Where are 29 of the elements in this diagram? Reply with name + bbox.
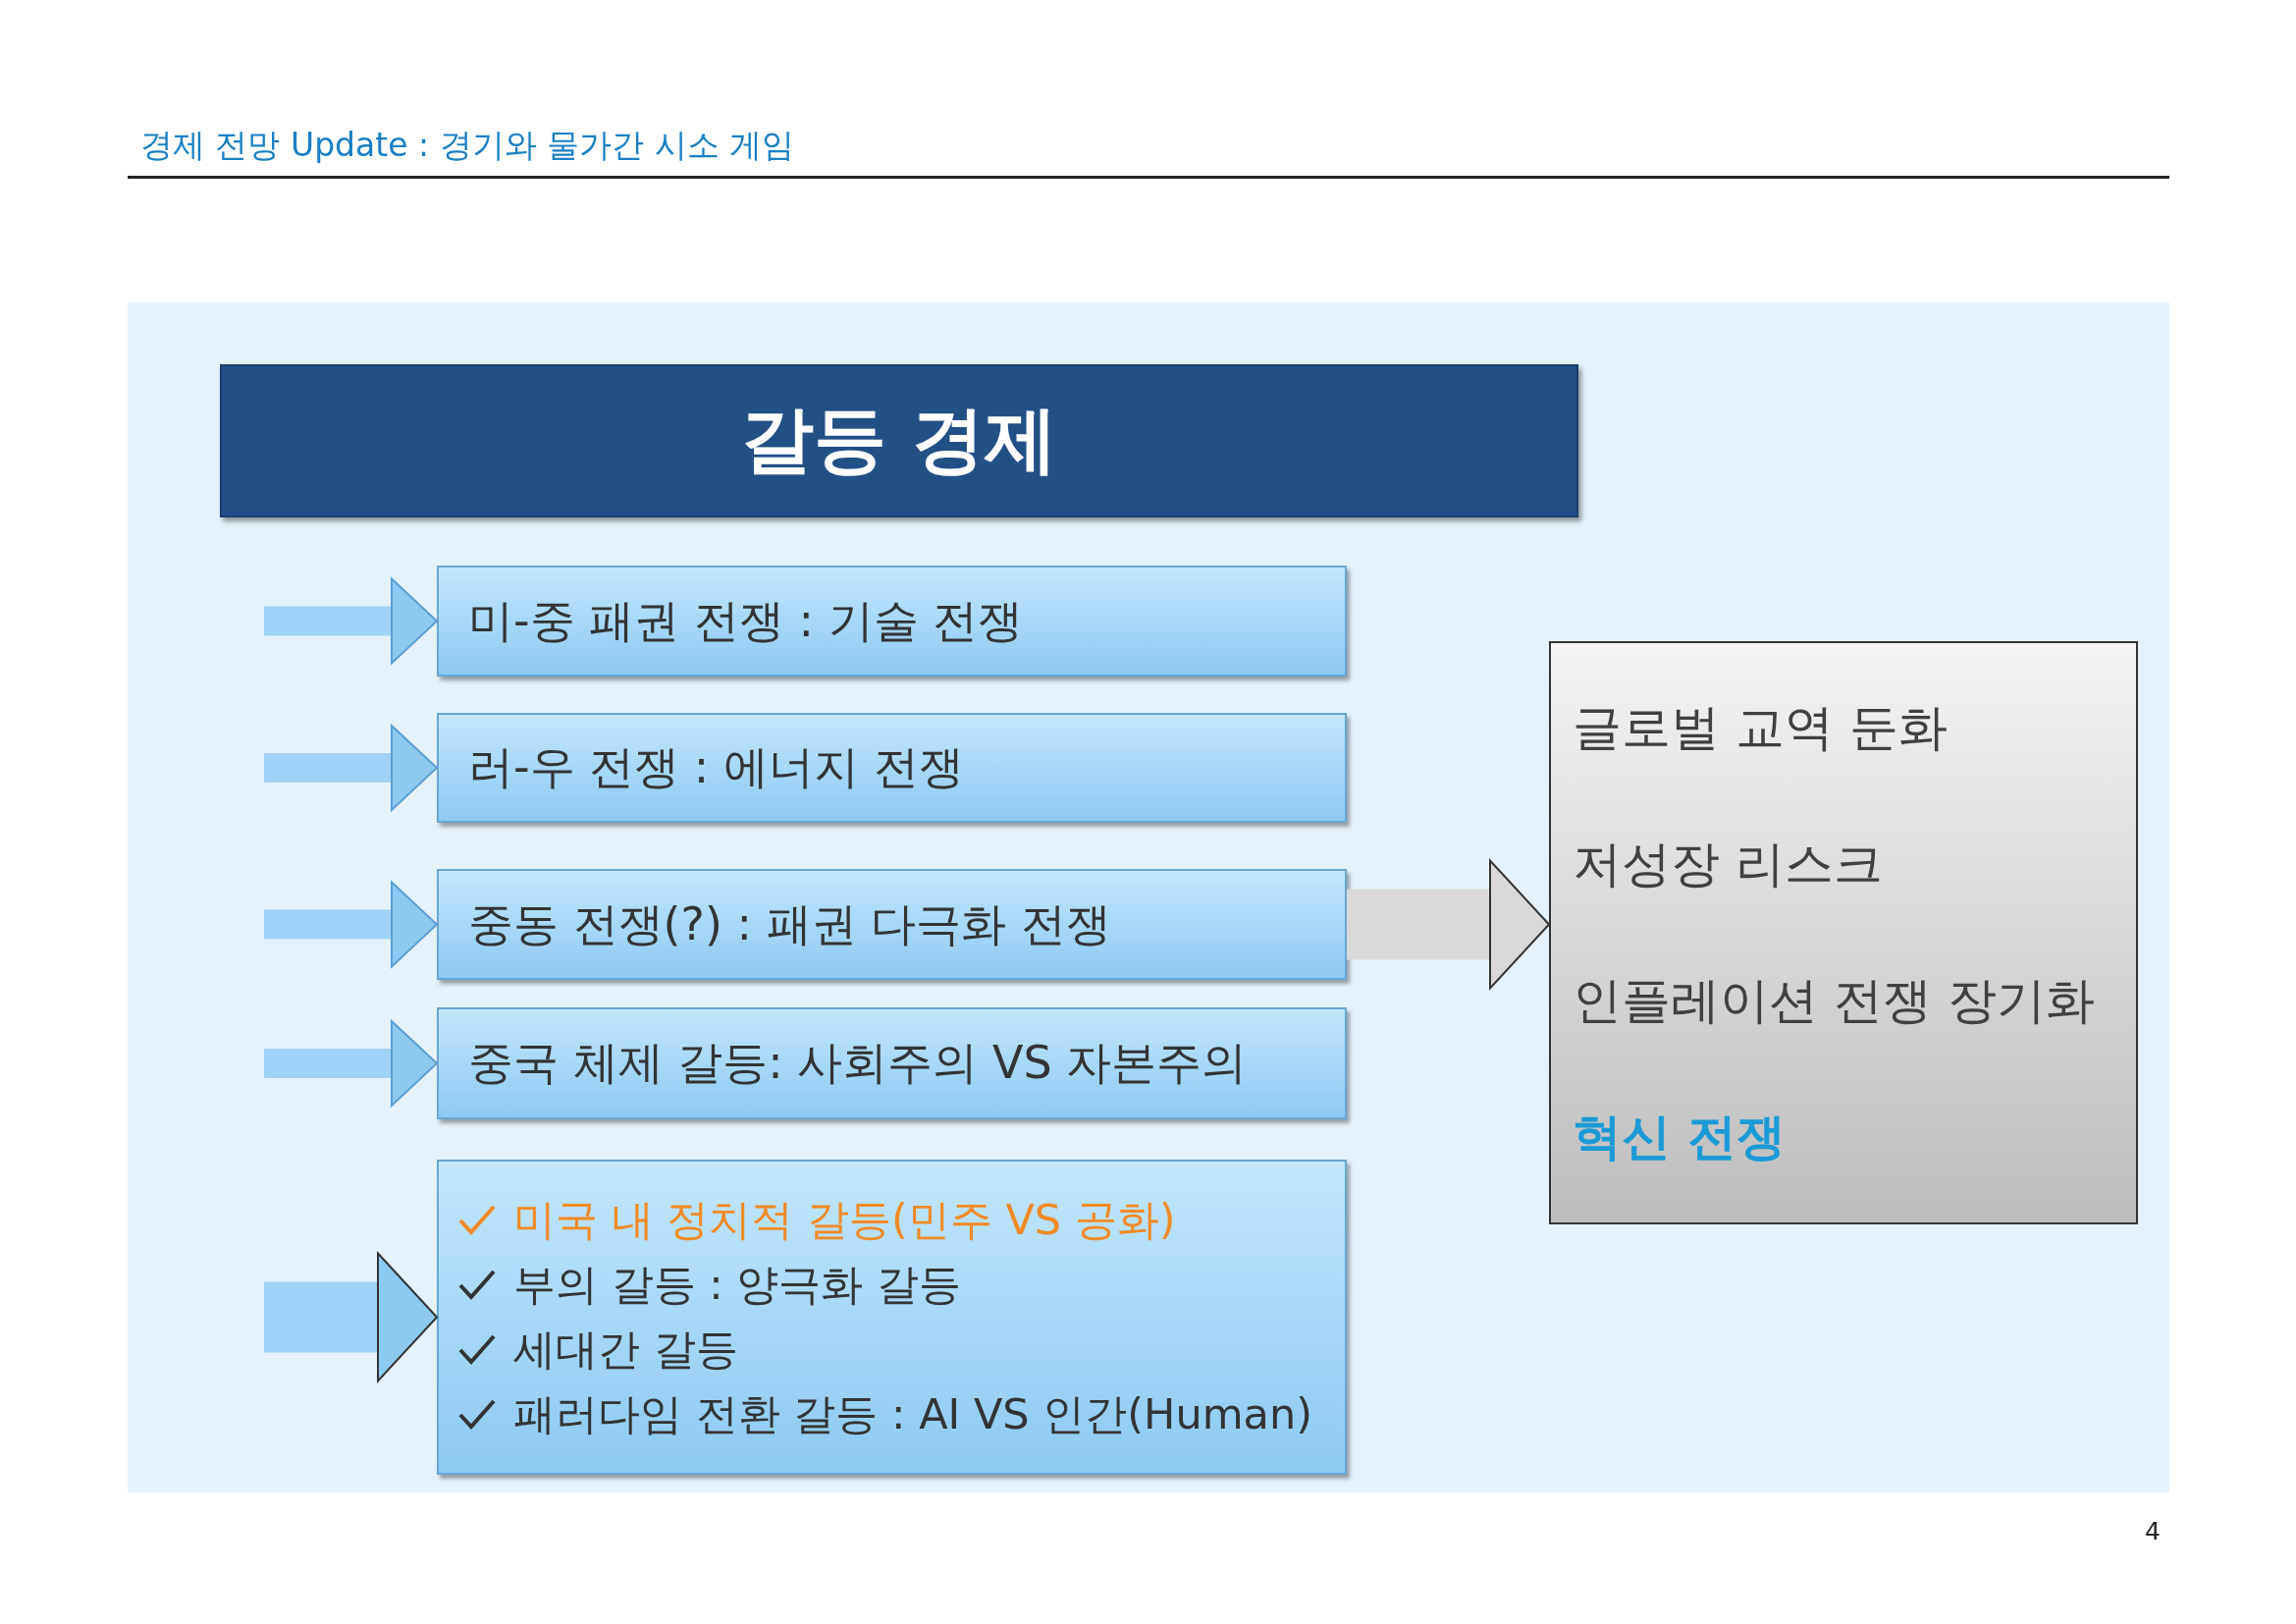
- topic-box: [437, 869, 1347, 980]
- header-title: 경제 전망 Update : 경기와 물가간 시소 게임: [140, 125, 795, 166]
- outcome-text: 저성장 리스크: [1573, 835, 1884, 894]
- banner-text: 갈등 경제: [741, 396, 1057, 483]
- block-arrow: [264, 725, 438, 811]
- outcome-text: 혁신 전쟁: [1573, 1108, 1788, 1167]
- list-item-text: 패러다임 전환 갈등 : AI VS 인간(Human): [513, 1387, 1312, 1440]
- outcome-box: [1549, 641, 2138, 1224]
- topic-text: 미-중 패권 전쟁 : 기술 전쟁: [468, 592, 1024, 649]
- topic-text: 중동 전쟁(?) : 패권 다극화 전쟁: [468, 895, 1111, 952]
- conflict-list-box: [437, 1160, 1347, 1475]
- block-arrow: [264, 1252, 438, 1382]
- title-banner: [220, 364, 1578, 517]
- topic-box: [437, 713, 1347, 823]
- block-arrow: [264, 881, 438, 968]
- block-arrow: [264, 1020, 438, 1107]
- block-arrow: [1347, 859, 1550, 990]
- list-item-text: 미국 내 정치적 갈등(민주 VS 공화): [513, 1193, 1176, 1246]
- topic-box: [437, 1007, 1347, 1119]
- page-number: 4: [2145, 1517, 2161, 1545]
- panel-background: [128, 302, 2169, 1492]
- list-item-text: 세대간 갈등: [513, 1323, 738, 1376]
- outcome-text: 인플레이션 전쟁 장기화: [1573, 971, 2096, 1031]
- block-arrow: [264, 577, 438, 665]
- outcome-text: 글로벌 교역 둔화: [1573, 698, 1949, 758]
- topic-text: 중국 체제 갈등: 사회주의 VS 자본주의: [468, 1035, 1248, 1091]
- topic-box: [437, 566, 1347, 677]
- list-item-text: 부의 갈등 : 양극화 갈등: [513, 1258, 962, 1311]
- topic-text: 러-우 전쟁 : 에너지 전쟁: [468, 739, 964, 795]
